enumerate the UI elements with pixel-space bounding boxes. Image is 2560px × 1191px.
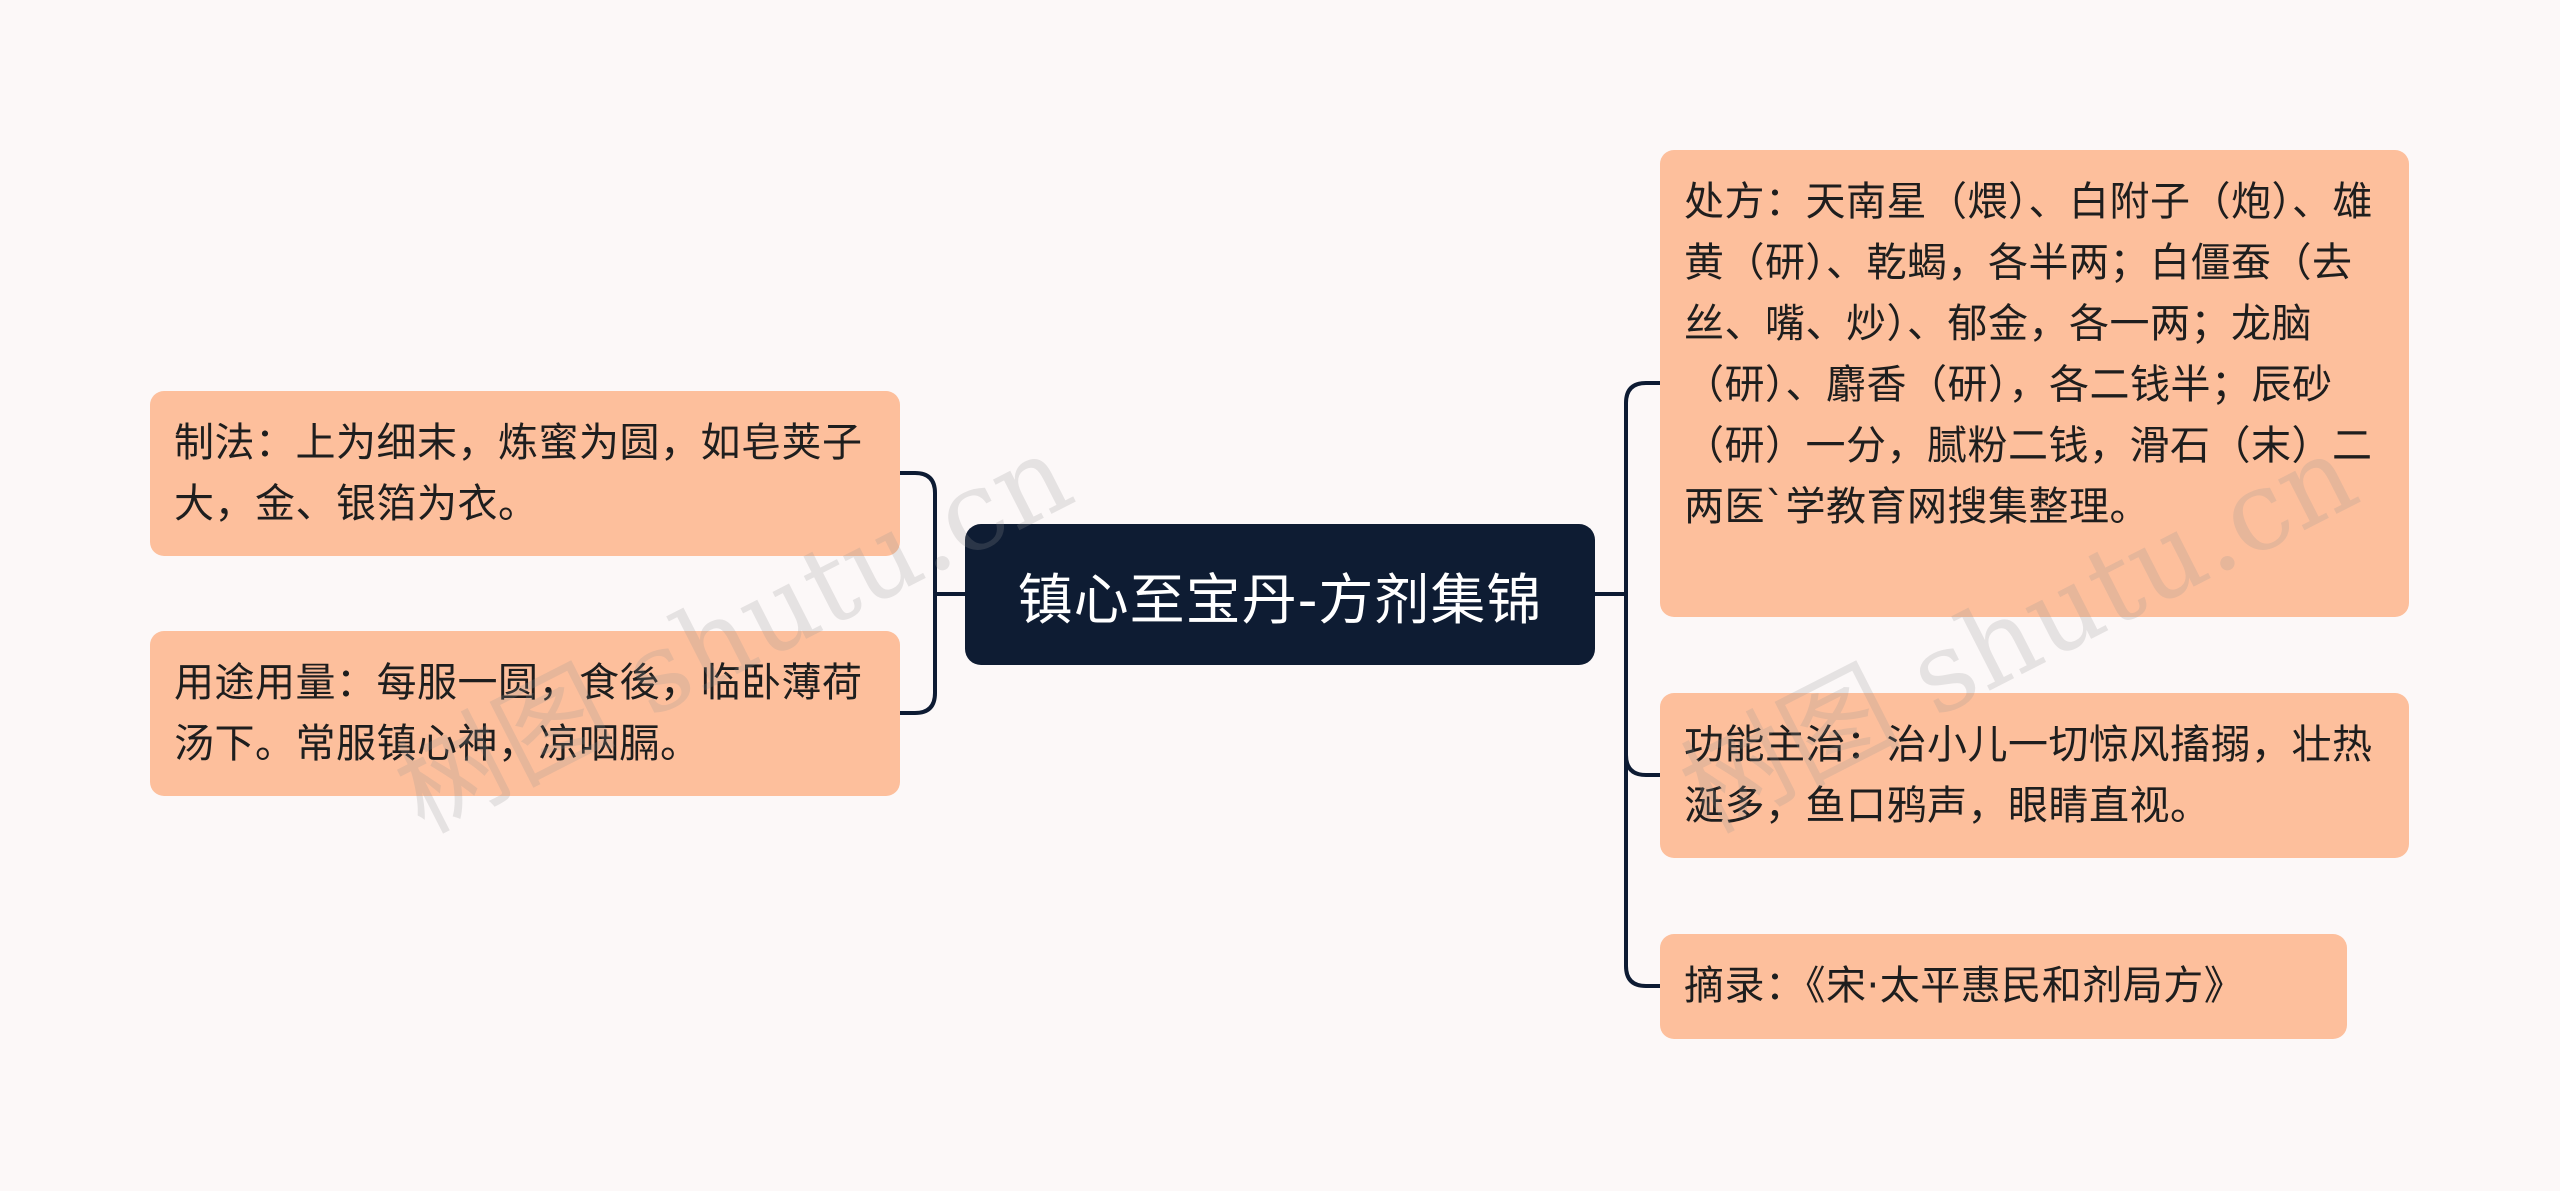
root-topic-title: 镇心至宝丹-方剂集锦 bbox=[1017, 567, 1543, 632]
branch-node-indications[interactable]: 功能主治：治小儿一切惊风搐搦，壮热涎多，鱼口鸦声，眼睛直视。 bbox=[1660, 693, 2409, 858]
branch-text-prescription: 处方：天南星（煨）、白附子（炮）、雄黄（研）、乾蝎，各半两；白僵蚕（去丝、嘴、炒… bbox=[1684, 179, 2373, 530]
branch-node-preparation[interactable]: 制法：上为细末，炼蜜为圆，如皂荚子大，金、银箔为衣。 bbox=[150, 391, 900, 556]
connector-right-node-2 bbox=[1624, 592, 1662, 777]
branch-text-usage-dosage: 用途用量：每服一圆，食後，临卧薄荷汤下。常服镇心神，凉咽膈。 bbox=[174, 659, 863, 767]
branch-node-source[interactable]: 摘录：《宋·太平惠民和剂局方》 bbox=[1660, 934, 2347, 1039]
branch-node-usage-dosage[interactable]: 用途用量：每服一圆，食後，临卧薄荷汤下。常服镇心神，凉咽膈。 bbox=[150, 631, 900, 796]
connector-left-node-1 bbox=[898, 471, 937, 596]
branch-text-indications: 功能主治：治小儿一切惊风搐搦，壮热涎多，鱼口鸦声，眼睛直视。 bbox=[1684, 721, 2373, 829]
branch-text-source: 摘录：《宋·太平惠民和剂局方》 bbox=[1684, 963, 2245, 1009]
connector-right-node-1 bbox=[1624, 381, 1662, 596]
connector-left-node-2 bbox=[898, 592, 937, 715]
branch-node-prescription[interactable]: 处方：天南星（煨）、白附子（炮）、雄黄（研）、乾蝎，各半两；白僵蚕（去丝、嘴、炒… bbox=[1660, 150, 2409, 617]
connector-right-node-3 bbox=[1624, 592, 1662, 988]
branch-text-preparation: 制法：上为细末，炼蜜为圆，如皂荚子大，金、银箔为衣。 bbox=[174, 419, 863, 527]
root-topic-node[interactable]: 镇心至宝丹-方剂集锦 bbox=[965, 524, 1595, 665]
